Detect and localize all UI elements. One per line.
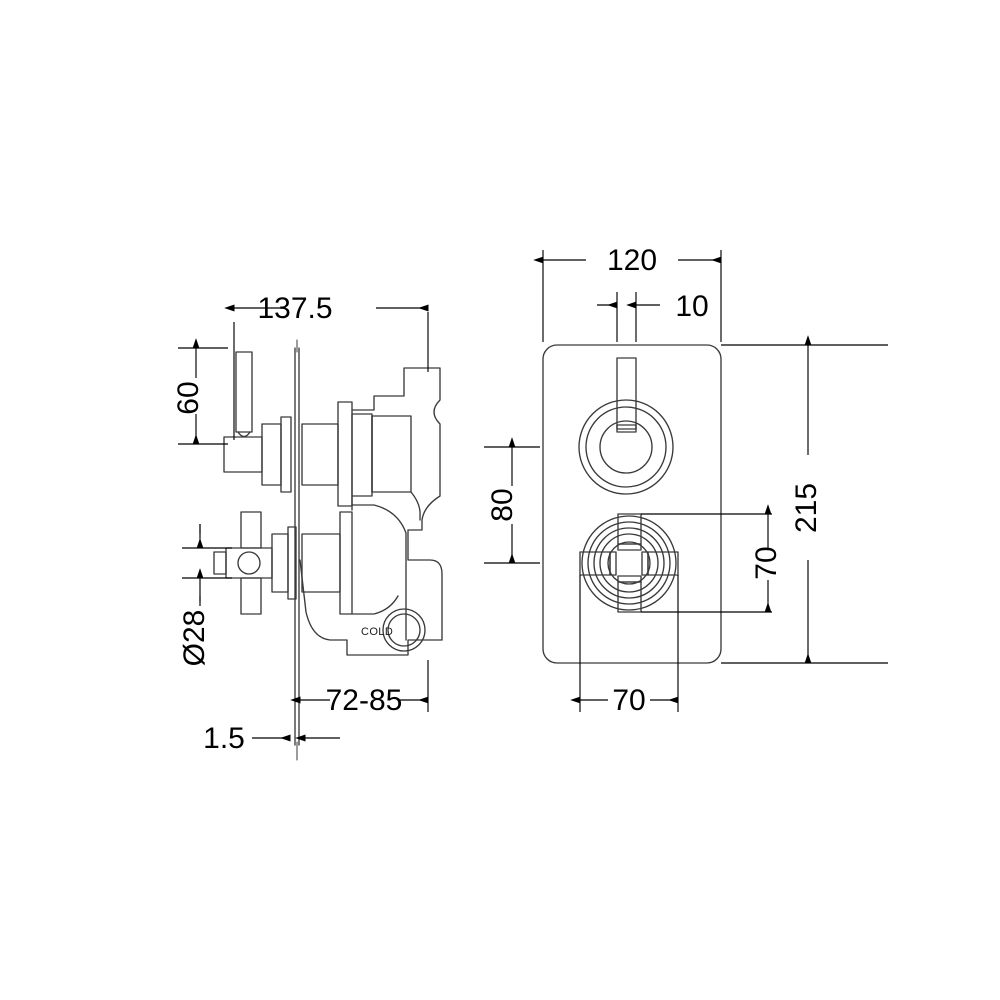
dim-120 — [533, 250, 722, 342]
side-view-dimensions — [178, 304, 429, 742]
dim-label-215: 215 — [790, 483, 823, 533]
dim-label-120: 120 — [607, 244, 657, 277]
dim-137-5 — [224, 304, 429, 440]
side-lower-body — [351, 504, 407, 641]
dim-label-70-vertical: 70 — [750, 546, 783, 579]
dim-label-10: 10 — [675, 290, 708, 323]
dim-label-60: 60 — [172, 381, 205, 414]
dim-label-1-5: 1.5 — [203, 722, 245, 755]
dim-label-137-5: 137.5 — [257, 292, 332, 325]
dim-80 — [484, 437, 540, 564]
dim-label-diameter-28: Ø28 — [178, 610, 211, 667]
dim-label-80: 80 — [486, 488, 519, 521]
dim-60 — [178, 338, 228, 445]
dim-diameter-28 — [182, 524, 232, 606]
dim-215 — [721, 335, 888, 664]
cold-label: COLD — [361, 626, 393, 638]
dim-72-85 — [290, 660, 429, 712]
side-wall-plate — [294, 347, 300, 746]
front-lower-control — [579, 513, 679, 613]
dim-label-70-horizontal: 70 — [612, 684, 645, 717]
side-valve-body — [299, 367, 443, 656]
side-outlet-port — [382, 608, 426, 652]
front-view-geometry — [542, 344, 722, 664]
front-face-plate — [542, 344, 722, 664]
dim-70-vertical — [641, 504, 772, 613]
front-view-dimensions — [484, 250, 888, 712]
dim-10 — [597, 292, 660, 342]
dim-70-horizontal — [570, 575, 679, 712]
side-view-geometry — [213, 339, 443, 761]
front-upper-control — [578, 357, 674, 495]
dim-label-72-85: 72-85 — [326, 684, 403, 717]
